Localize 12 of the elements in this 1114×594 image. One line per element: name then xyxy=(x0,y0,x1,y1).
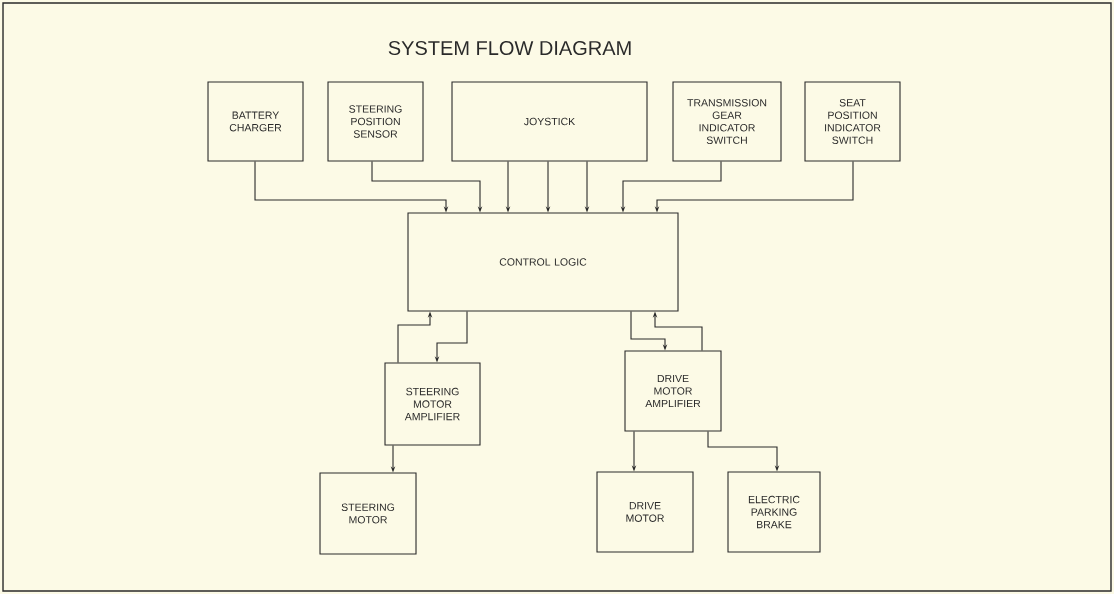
block-box: STEERING MOTOR AMPLIFIER xyxy=(384,362,481,446)
block-box: TRANSMISSION GEAR INDICATOR SWITCH xyxy=(672,81,782,162)
block-box: BATTERY CHARGER xyxy=(207,81,304,162)
block-box: DRIVE MOTOR xyxy=(596,471,694,553)
block-box: DRIVE MOTOR AMPLIFIER xyxy=(624,350,722,432)
block-box: STEERING MOTOR xyxy=(319,472,417,555)
block-box: ELECTRIC PARKING BRAKE xyxy=(727,471,821,553)
block-box: STEERING POSITION SENSOR xyxy=(327,81,424,162)
block-box: SEAT POSITION INDICATOR SWITCH xyxy=(804,81,901,162)
title: SYSTEM FLOW DIAGRAM xyxy=(388,40,631,56)
block-box: CONTROL LOGIC xyxy=(407,212,679,312)
block-box: JOYSTICK xyxy=(451,81,648,162)
